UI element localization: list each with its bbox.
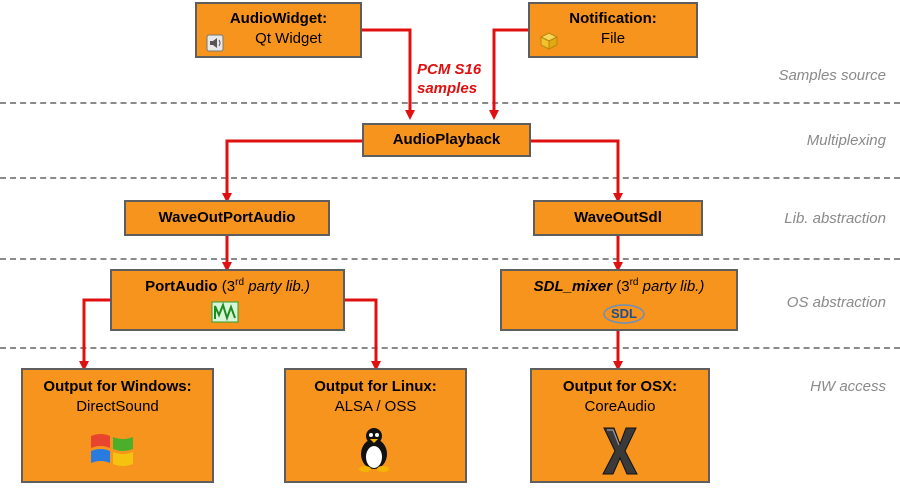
sdl-logo: SDL (603, 304, 645, 324)
edge-label-line1: PCM S16 (417, 61, 482, 78)
edge-label-line2: samples (417, 80, 478, 97)
separator-multiplexing (0, 177, 900, 179)
box-output-windows-title: Output for Windows: (43, 378, 192, 395)
box-output-osx-title: Output for OSX: (562, 378, 678, 395)
box-notification-sub: File (600, 30, 626, 47)
box-audioplayback-title: AudioPlayback (392, 131, 501, 148)
box-output-linux: Output for Linux: ALSA / OSS (284, 368, 467, 483)
box-waveout-sdl: WaveOutSdl (533, 200, 703, 236)
box-audioplayback: AudioPlayback (362, 123, 531, 157)
box-audiowidget-title: AudioWidget: (229, 10, 328, 27)
layer-label-hw-access: HW access (810, 378, 886, 395)
layer-label-os-abstraction: OS abstraction (786, 294, 886, 311)
separator-lib (0, 258, 900, 260)
layer-label-samples-source: Samples source (778, 67, 886, 84)
box-sdl-mixer-title: SDL_mixer (533, 278, 613, 295)
arrow-playback-to-waveoutsdl (531, 139, 623, 203)
arrow-playback-to-waveoutportaudio (222, 139, 362, 203)
box-output-linux-sub: ALSA / OSS (334, 398, 417, 415)
box-notification: Notification: File (528, 2, 698, 58)
box-output-windows: Output for Windows: DirectSound (21, 368, 214, 483)
box-output-windows-sub: DirectSound (76, 398, 159, 415)
arrow-audiowidget-to-playback (362, 28, 415, 120)
box-waveout-sdl-title: WaveOutSdl (574, 209, 662, 226)
windows-logo (91, 434, 133, 466)
portaudio-logo (211, 301, 239, 323)
box-sdl-mixer: SDL_mixer (3rd party lib.) SDL (500, 269, 738, 331)
package-icon (539, 32, 559, 50)
box-waveout-portaudio: WaveOutPortAudio (124, 200, 330, 236)
box-portaudio: PortAudio (3rd party lib.) (110, 269, 345, 331)
box-portaudio-paren: ( (217, 278, 227, 295)
arrow-notification-to-playback (489, 28, 528, 120)
separator-os (0, 347, 900, 349)
separator-samples (0, 102, 900, 104)
box-output-osx: Output for OSX: CoreAudio (530, 368, 710, 483)
speaker-icon (206, 34, 224, 52)
osx-x-logo (602, 427, 638, 475)
box-sdl-mixer-ordinal-num: 3 (621, 278, 630, 295)
layer-label-multiplexing: Multiplexing (806, 132, 886, 149)
box-sdl-mixer-ordinal-suffix: rd (629, 277, 639, 288)
box-portaudio-title: PortAudio (145, 278, 218, 295)
arrow-portaudio-to-linux (345, 298, 381, 371)
layer-label-lib-abstraction: Lib. abstraction (784, 210, 886, 227)
box-output-osx-sub: CoreAudio (584, 398, 656, 415)
arrow-portaudio-to-windows (79, 298, 110, 371)
box-portaudio-note: party lib.) (244, 278, 310, 295)
box-audiowidget-sub: Qt Widget (255, 30, 322, 47)
box-sdl-mixer-paren: ( (612, 278, 622, 295)
tux-penguin-icon (359, 428, 389, 472)
box-notification-title: Notification: (569, 10, 657, 27)
box-portaudio-ordinal-num: 3 (226, 278, 236, 295)
box-sdl-mixer-note: party lib.) (638, 278, 705, 295)
sdl-logo-text: SDL (611, 306, 637, 321)
box-audiowidget: AudioWidget: Qt Widget (195, 2, 362, 58)
edge-label-pcm-samples: PCM S16 samples (417, 60, 481, 98)
box-portaudio-ordinal-suffix: rd (235, 277, 245, 288)
box-waveout-portaudio-title: WaveOutPortAudio (158, 209, 296, 226)
box-output-linux-title: Output for Linux: (314, 378, 437, 395)
